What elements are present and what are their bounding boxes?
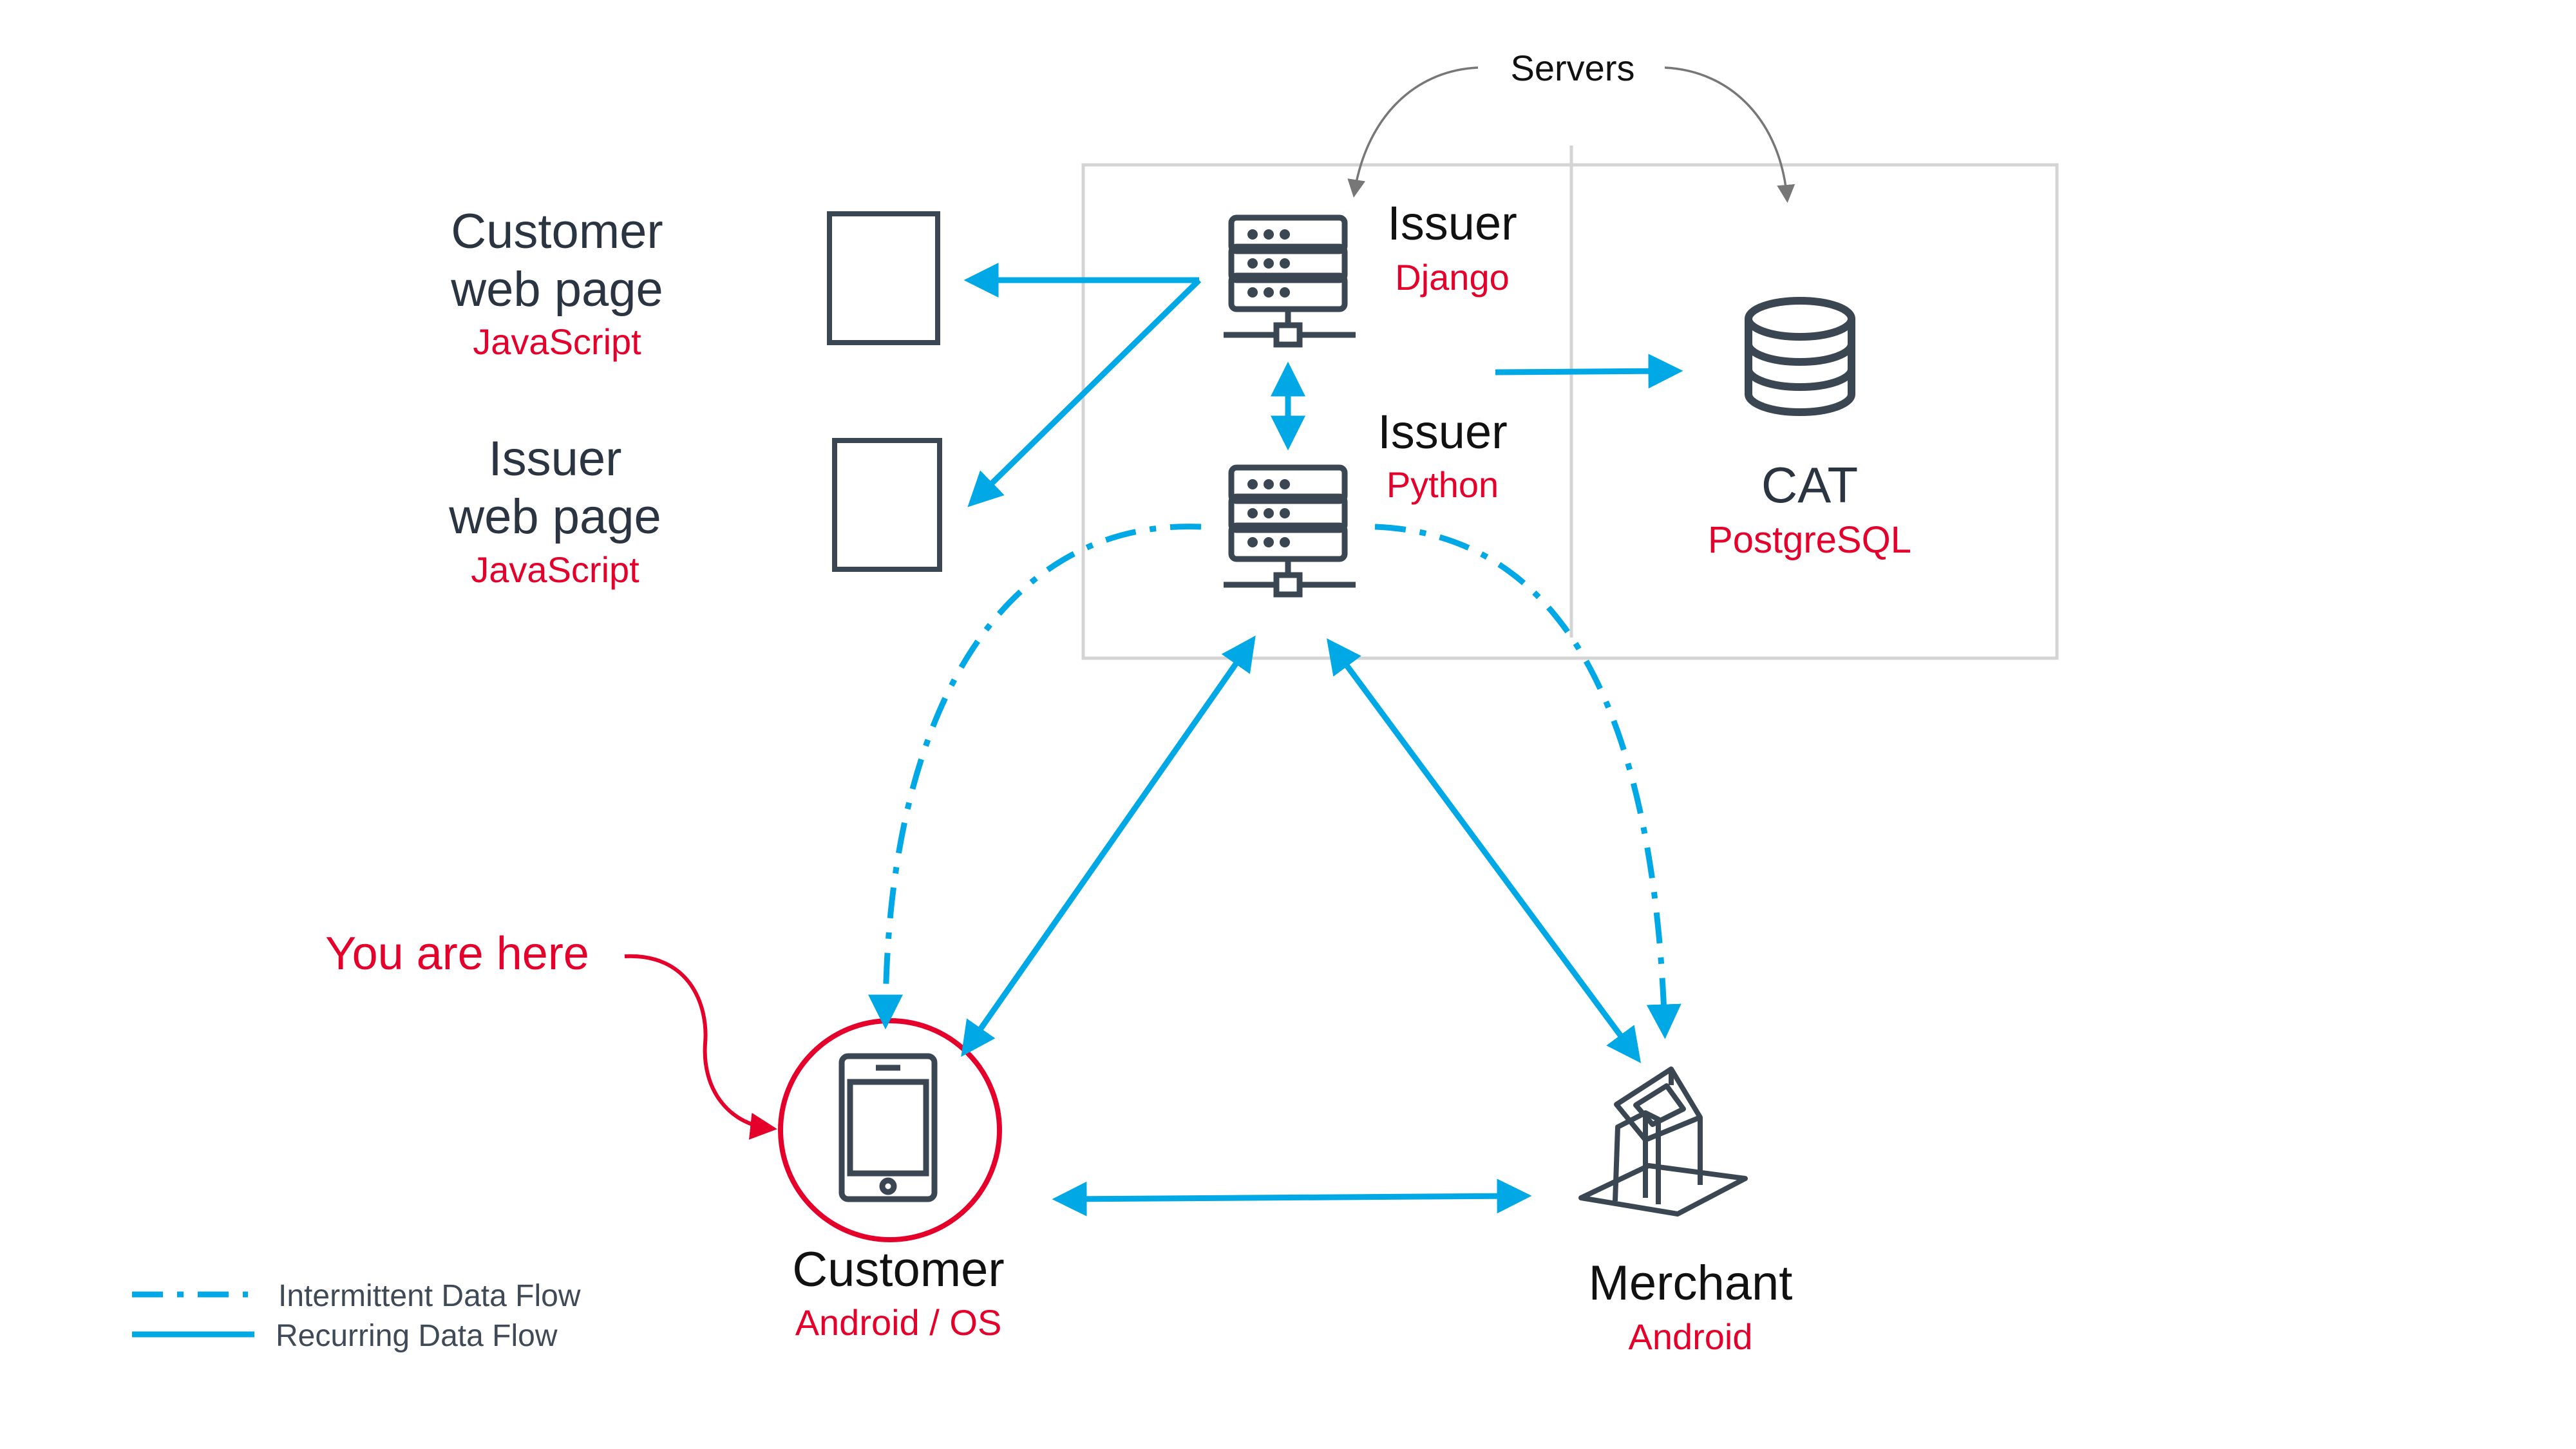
phone-icon xyxy=(838,1053,938,1202)
cat-tech: PostgreSQL xyxy=(1708,519,1911,561)
servers-pointer-left xyxy=(1347,66,1479,198)
cat-name: CAT xyxy=(1761,457,1858,513)
issuer-python-name: Issuer xyxy=(1378,405,1508,459)
merchant-name: Merchant xyxy=(1589,1256,1793,1311)
issuer-web-page-name-2: web page xyxy=(448,489,661,544)
you-are-here-label: You are here xyxy=(325,928,589,980)
customer-web-page-name-1: Customer xyxy=(451,204,663,259)
servers-pointer-right xyxy=(1664,66,1795,203)
flow-python-customer-intermittent xyxy=(868,524,1202,1030)
server-icon-django xyxy=(1224,214,1356,348)
legend-intermittent-label: Intermittent Data Flow xyxy=(278,1279,581,1313)
issuer-web-page-icon xyxy=(832,438,942,572)
issuer-django-tech: Django xyxy=(1395,257,1509,298)
issuer-web-page-tech: JavaScript xyxy=(471,549,639,590)
servers-label: Servers xyxy=(1511,48,1635,88)
server-icon-python-dots xyxy=(1247,479,1290,547)
flow-python-customer xyxy=(961,635,1256,1057)
customer-web-page-name-2: web page xyxy=(450,262,663,317)
merchant-tech: Android xyxy=(1628,1316,1752,1357)
server-icon-django-dots xyxy=(1247,229,1290,298)
customer-name: Customer xyxy=(792,1242,1004,1297)
intermittent-flows xyxy=(868,524,1681,1039)
issuer-web-page-name-1: Issuer xyxy=(489,431,622,486)
server-icon-python xyxy=(1224,464,1356,598)
you-are-here-arrow xyxy=(624,954,777,1140)
customer-tech: Android / OS xyxy=(795,1302,1002,1343)
kiosk-icon xyxy=(1578,1066,1748,1217)
recurring-flows xyxy=(961,263,1683,1217)
flow-python-merchant-intermittent xyxy=(1374,524,1681,1039)
flow-python-merchant xyxy=(1326,638,1642,1063)
issuer-python-tech: Python xyxy=(1387,464,1499,505)
database-icon xyxy=(1745,297,1855,416)
issuer-django-name: Issuer xyxy=(1387,196,1517,250)
flow-django-to-issuer-web xyxy=(967,278,1202,507)
legend-recurring-label: Recurring Data Flow xyxy=(276,1319,558,1353)
customer-web-page-icon xyxy=(827,211,940,345)
customer-web-page-tech: JavaScript xyxy=(473,321,641,362)
flow-django-to-cat xyxy=(1495,354,1683,389)
flow-customer-merchant xyxy=(1052,1179,1532,1217)
